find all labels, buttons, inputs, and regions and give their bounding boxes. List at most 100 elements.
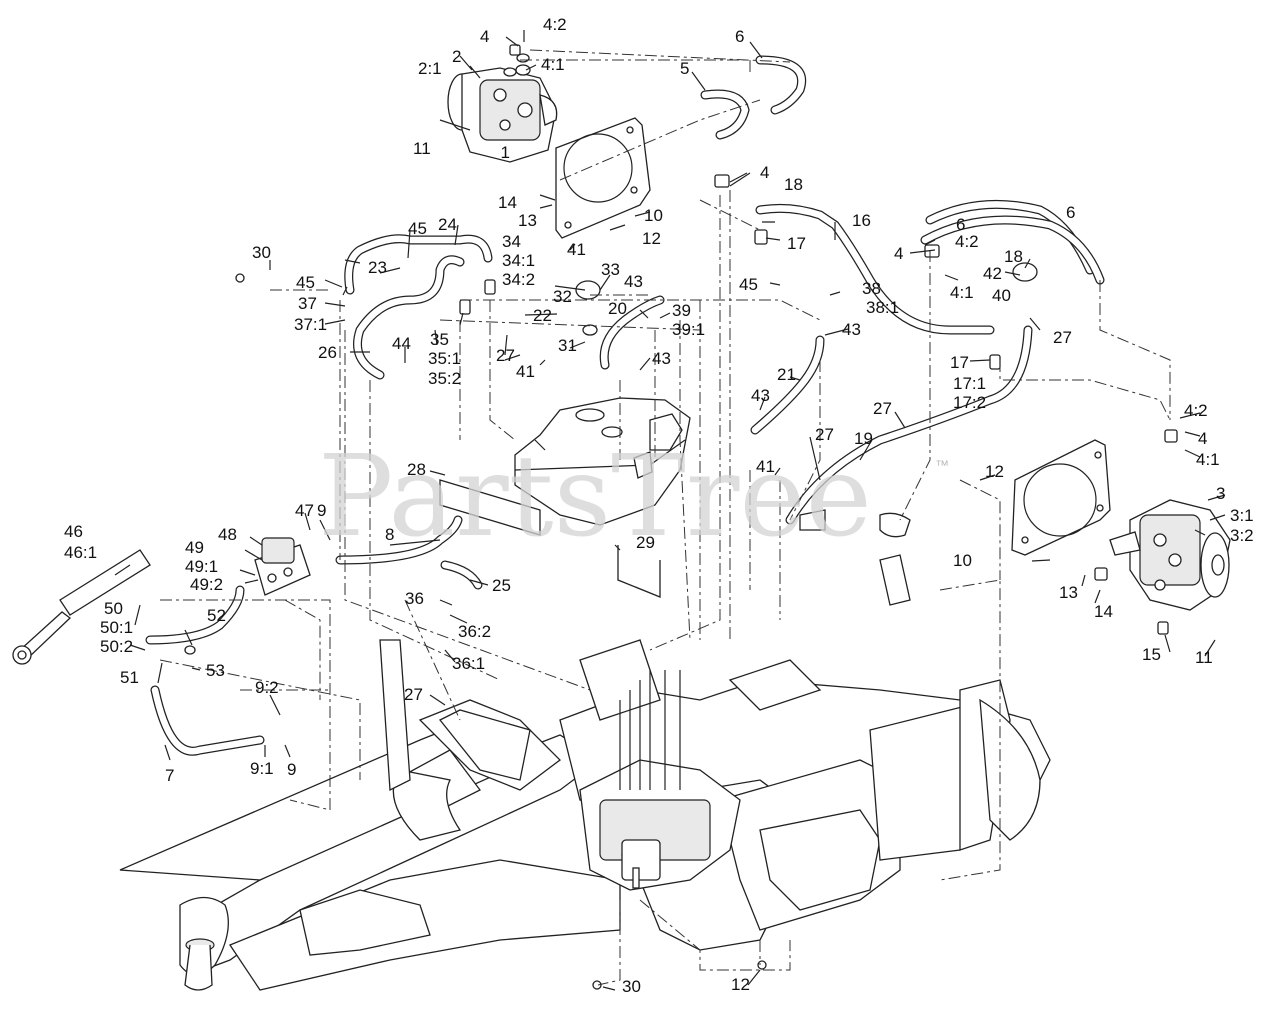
callout-45a: 45 [408, 219, 427, 238]
callout-51: 51 [120, 668, 139, 687]
callout-4-1d: 4:1 [1196, 450, 1220, 469]
callout-33: 33 [601, 260, 620, 279]
callout-4-1a: 4:1 [541, 55, 565, 74]
callout-27e: 27 [404, 685, 423, 704]
callout-9b: 9 [287, 760, 296, 779]
callout-6c: 6 [956, 215, 965, 234]
callout-53: 53 [206, 661, 225, 680]
callout-27c: 27 [815, 425, 834, 444]
callout-9a: 9 [317, 501, 326, 520]
hydraulic-hoses [145, 55, 1105, 756]
callout-21: 21 [777, 365, 796, 384]
callout-50: 50 [104, 599, 123, 618]
callout-35-1: 35:1 [428, 349, 461, 368]
callout-40: 40 [992, 286, 1011, 305]
callout-11a: 11 [413, 139, 431, 158]
callout-6a: 6 [735, 27, 744, 46]
callout-10a: 10 [644, 206, 663, 225]
callout-12a: 12 [642, 229, 661, 248]
watermark: PartsTree ™ [318, 432, 949, 562]
callout-41a: 41 [567, 240, 586, 259]
callout-4-1c: 4:1 [950, 283, 974, 302]
callout-38-1: 38:1 [866, 298, 899, 317]
callout-4-2d: 4:2 [1184, 401, 1208, 420]
callout-35: 35 [430, 330, 449, 349]
callout-30b: 30 [622, 977, 641, 996]
callout-28: 28 [407, 460, 426, 479]
watermark-trademark: ™ [935, 457, 949, 473]
right-mounting-plate [1011, 439, 1111, 556]
callout-27d: 27 [1053, 328, 1072, 347]
callout-38: 38 [862, 279, 881, 298]
callout-42: 42 [983, 264, 1002, 283]
control-valve [254, 537, 311, 596]
callout-18b: 18 [1004, 247, 1023, 266]
callout-1: 1 [501, 143, 510, 162]
callout-7: 7 [165, 766, 174, 785]
watermark-text: PartsTree [318, 432, 872, 562]
callout-13a: 13 [518, 211, 537, 230]
callout-37: 37 [298, 294, 317, 313]
callout-5: 5 [680, 59, 689, 78]
callout-39-1: 39:1 [672, 320, 705, 339]
callout-44: 44 [392, 334, 411, 353]
callout-3-2: 3:2 [1230, 526, 1254, 545]
callout-41c: 41 [756, 457, 775, 476]
callout-13b: 13 [1059, 583, 1078, 602]
callout-45c: 45 [739, 275, 758, 294]
callout-34-2: 34:2 [502, 270, 535, 289]
callout-47: 47 [295, 501, 314, 520]
assembly-guide-lines [159, 49, 1171, 986]
callout-4c: 4 [894, 244, 903, 263]
hydraulic-tank [514, 397, 691, 526]
callout-15: 15 [1142, 645, 1161, 664]
callout-26: 26 [318, 343, 337, 362]
callout-32: 32 [553, 287, 572, 306]
callout-6b: 6 [1066, 203, 1075, 222]
callout-48: 48 [218, 525, 237, 544]
callout-4a: 4 [480, 27, 489, 46]
callout-46-1: 46:1 [64, 543, 97, 562]
callout-9-1: 9:1 [250, 759, 274, 778]
callout-49-1: 49:1 [185, 557, 218, 576]
callout-36-1: 36:1 [452, 654, 485, 673]
callout-10b: 10 [953, 551, 972, 570]
callout-52: 52 [207, 606, 226, 625]
callout-43b: 43 [652, 349, 671, 368]
callout-9-2: 9:2 [255, 678, 279, 697]
callout-12b: 12 [985, 462, 1004, 481]
callout-17b: 17 [950, 353, 969, 372]
callout-39: 39 [672, 301, 691, 320]
callout-50-2: 50:2 [100, 637, 133, 656]
callout-43c: 43 [842, 320, 861, 339]
callout-17-2: 17:2 [953, 393, 986, 412]
callout-22: 22 [533, 306, 552, 325]
callout-41b: 41 [516, 362, 535, 381]
right-wheel-motor [1109, 499, 1231, 611]
callout-4d: 4 [1198, 429, 1207, 448]
callout-37-1: 37:1 [294, 315, 327, 334]
callout-24: 24 [438, 215, 457, 234]
callout-43a: 43 [624, 272, 643, 291]
callout-14a: 14 [498, 193, 517, 212]
callout-43d: 43 [751, 386, 770, 405]
callout-2: 2 [452, 47, 461, 66]
callout-8: 8 [385, 525, 394, 544]
callout-45b: 45 [296, 273, 315, 292]
callout-49: 49 [185, 538, 204, 557]
callout-19: 19 [854, 429, 873, 448]
callout-14b: 14 [1094, 602, 1113, 621]
callout-4-2a: 4:2 [543, 15, 567, 34]
callout-30a: 30 [252, 243, 271, 262]
callout-4-2c: 4:2 [955, 232, 979, 251]
callout-11b: 11 [1195, 648, 1213, 667]
callout-29: 29 [636, 533, 655, 552]
callout-23: 23 [368, 258, 387, 277]
callout-2-1: 2:1 [418, 59, 442, 78]
callout-18a: 18 [784, 175, 803, 194]
callout-36-2: 36:2 [458, 622, 491, 641]
callout-labels: 1 2 2:1 3 3:1 3:2 4 4:2 4:1 4 4 4:2 4:1 … [64, 15, 1254, 996]
callout-4b: 4 [760, 163, 769, 182]
callout-36: 36 [405, 589, 424, 608]
